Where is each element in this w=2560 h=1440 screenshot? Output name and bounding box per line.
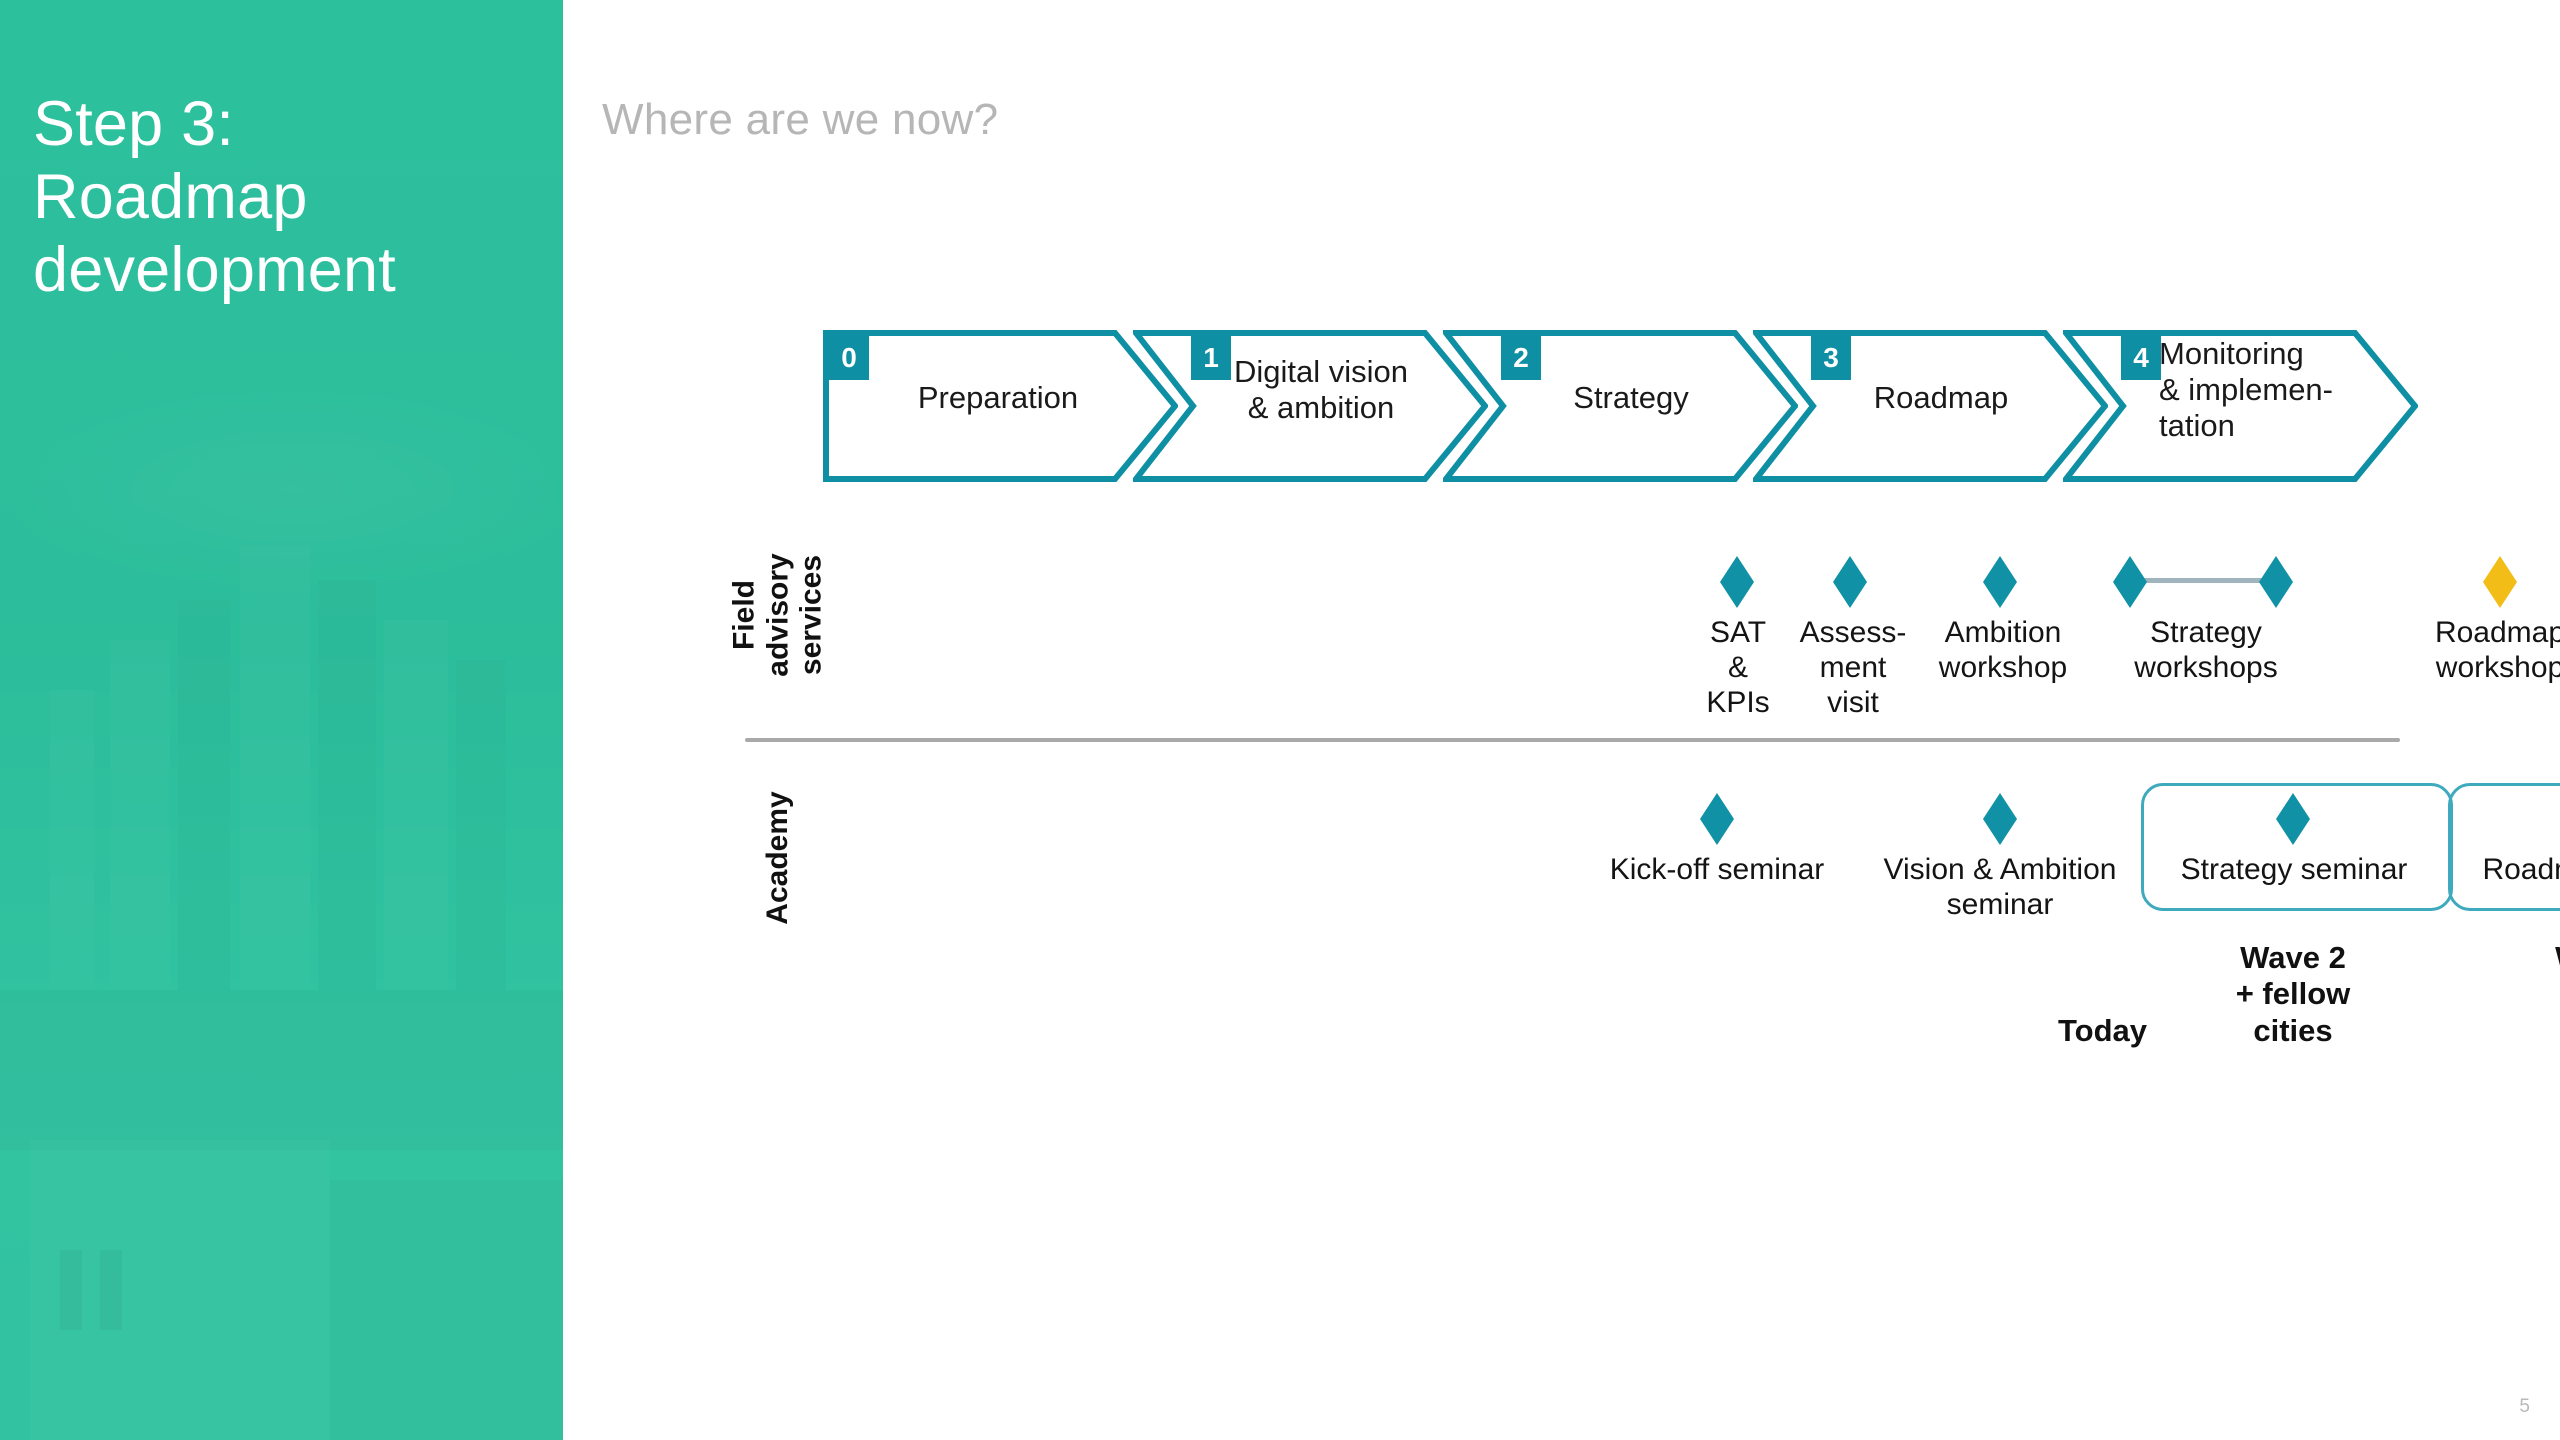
strategy-workshops-connector bbox=[2133, 578, 2273, 583]
marker-roadmap-workshop[interactable] bbox=[2483, 556, 2517, 608]
marker-sat-kpis[interactable] bbox=[1720, 556, 1754, 608]
marker-roadmap-seminar-label: Roadmap seminar bbox=[2482, 853, 2560, 886]
process-chevron-bar: 0 Preparation 1 Digital vision & ambitio… bbox=[823, 330, 2523, 490]
marker-kickoff-seminar[interactable] bbox=[1700, 793, 1734, 845]
marker-vision-ambition-seminar[interactable] bbox=[1983, 793, 2017, 845]
wave2-annotation: Wave 2 + fellow cities bbox=[2235, 940, 2351, 1048]
marker-strategy-workshops-end[interactable] bbox=[2259, 556, 2293, 608]
process-step-4-number: 4 bbox=[2121, 336, 2161, 380]
process-step-0[interactable]: 0 Preparation bbox=[823, 330, 1178, 482]
process-step-1-number: 1 bbox=[1191, 336, 1231, 380]
title-sidebar: Step 3: Roadmap development bbox=[0, 0, 563, 1440]
marker-vision-ambition-seminar-label: Vision & Ambition seminar bbox=[1883, 853, 2117, 922]
today-annotation: Today bbox=[2058, 1013, 2147, 1048]
process-step-1[interactable]: 1 Digital vision & ambition bbox=[1133, 330, 1488, 482]
process-step-4-label: Monitoring & implemen- tation bbox=[2159, 336, 2333, 443]
page-number: 5 bbox=[2519, 1396, 2530, 1417]
marker-roadmap-workshop-label: Roadmap workshop bbox=[2434, 616, 2560, 685]
process-step-0-label: Preparation bbox=[917, 380, 1079, 415]
marker-assessment-visit-label: Assess- ment visit bbox=[1799, 616, 1907, 720]
marker-strategy-workshops-start[interactable] bbox=[2113, 556, 2147, 608]
process-step-1-label: Digital vision & ambition bbox=[1233, 354, 1408, 425]
wave2-strategy-seminar-box bbox=[2141, 783, 2453, 911]
process-step-0-number: 0 bbox=[829, 336, 869, 380]
slide-title: Step 3: Roadmap development bbox=[33, 89, 396, 306]
wave1-roadmap-seminar-box bbox=[2448, 783, 2560, 911]
marker-ambition-workshop-label: Ambition workshop bbox=[1938, 616, 2068, 685]
marker-kickoff-seminar-label: Kick-off seminar bbox=[1609, 853, 1825, 886]
process-step-3[interactable]: 3 Roadmap bbox=[1753, 330, 2108, 482]
lane-label-field-advisory-services: Field advisory services bbox=[728, 480, 828, 750]
marker-strategy-seminar-label: Strategy seminar bbox=[2180, 853, 2408, 886]
marker-strategy-seminar[interactable] bbox=[2276, 793, 2310, 845]
process-step-2[interactable]: 2 Strategy bbox=[1443, 330, 1798, 482]
lane-divider bbox=[745, 738, 2400, 742]
marker-assessment-visit[interactable] bbox=[1833, 556, 1867, 608]
process-step-3-label: Roadmap bbox=[1873, 380, 2009, 415]
slide-kicker: Where are we now? bbox=[602, 95, 999, 144]
marker-ambition-workshop[interactable] bbox=[1983, 556, 2017, 608]
marker-strategy-workshops-label: Strategy workshops bbox=[2134, 616, 2278, 685]
lane-label-academy: Academy bbox=[743, 770, 813, 945]
process-step-2-label: Strategy bbox=[1573, 380, 1689, 415]
green-overlay bbox=[0, 0, 563, 1440]
process-step-3-number: 3 bbox=[1811, 336, 1851, 380]
lane-label-academy-text: Academy bbox=[761, 790, 794, 925]
wave1-annotation: Wave 1 bbox=[2493, 940, 2560, 976]
slide-body: Where are we now? 0 Preparation 1 Digita… bbox=[563, 0, 2560, 1440]
marker-sat-kpis-label: SAT & KPIs bbox=[1706, 616, 1770, 720]
process-step-4[interactable]: 4 Monitoring & implemen- tation bbox=[2063, 330, 2418, 482]
lane-label-field-advisory-services-text: Field advisory services bbox=[727, 553, 828, 677]
process-step-2-number: 2 bbox=[1501, 336, 1541, 380]
